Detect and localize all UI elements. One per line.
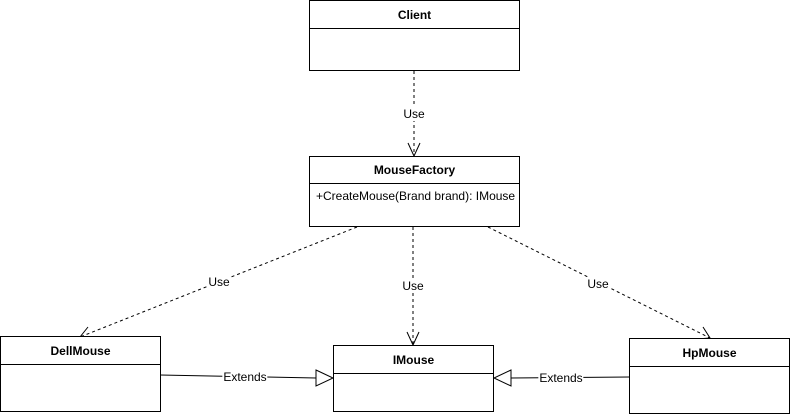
dellmouse-class-name: DellMouse bbox=[1, 337, 160, 365]
client-class[interactable]: Client bbox=[309, 0, 520, 71]
mousefactory-class-name: MouseFactory bbox=[310, 157, 519, 184]
imouse-class[interactable]: IMouse bbox=[333, 345, 494, 412]
client-class-body bbox=[310, 29, 519, 39]
imouse-class-body bbox=[334, 374, 493, 384]
factory-imouse-use-label: Use bbox=[401, 279, 425, 293]
hp-extends-label: Extends bbox=[538, 371, 584, 385]
factory-dell-use-label: Use bbox=[207, 275, 231, 289]
mousefactory-method: +CreateMouse(Brand brand): IMouse bbox=[316, 189, 516, 203]
dell-extends-label: Extends bbox=[222, 370, 268, 384]
factory-hp-use-label: Use bbox=[586, 277, 610, 291]
dellmouse-class-body bbox=[1, 365, 160, 375]
hpmouse-class-body bbox=[630, 367, 789, 377]
client-class-name: Client bbox=[310, 1, 519, 29]
hpmouse-class[interactable]: HpMouse bbox=[629, 338, 790, 414]
client-factory-use-label: Use bbox=[402, 107, 426, 121]
mousefactory-class[interactable]: MouseFactory +CreateMouse(Brand brand): … bbox=[309, 156, 520, 227]
hpmouse-class-name: HpMouse bbox=[630, 339, 789, 367]
imouse-class-name: IMouse bbox=[334, 346, 493, 374]
dellmouse-class[interactable]: DellMouse bbox=[0, 336, 161, 412]
